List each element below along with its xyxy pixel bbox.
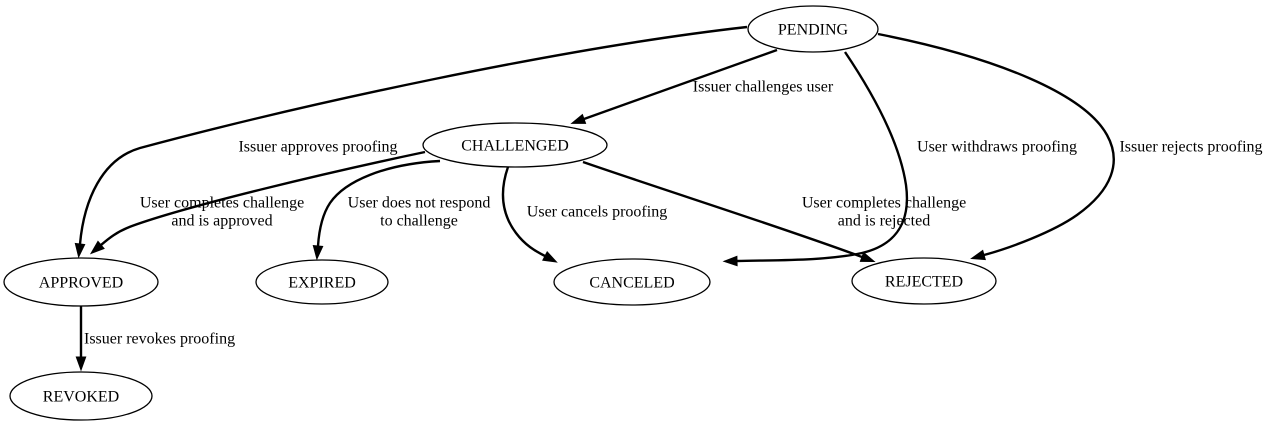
edge-label-challenged-approved: and is approved (171, 213, 272, 230)
node-revoked: REVOKED (9, 371, 153, 421)
arrowhead-challenged-expired (312, 245, 324, 261)
node-label-pending: PENDING (778, 22, 849, 39)
node-label-approved: APPROVED (39, 275, 123, 292)
arrowhead-approved-revoked (75, 356, 87, 372)
node-label-revoked: REVOKED (43, 389, 119, 406)
arrowhead-challenged-canceled (542, 250, 558, 263)
arrowhead-pending-approved (74, 242, 86, 259)
edge-label-challenged-rejected: and is rejected (838, 213, 930, 230)
edge-line-challenged-approved (100, 150, 426, 246)
node-ellipse-expired (255, 259, 389, 305)
edge-line-challenged-canceled (501, 166, 546, 258)
node-ellipse-rejected (851, 257, 997, 305)
edge-approved-revoked: Issuer revokes proofing (75, 306, 235, 372)
edge-pending-rejected: Issuer rejects proofing (877, 32, 1263, 261)
edge-label-pending-canceled: User withdraws proofing (917, 139, 1077, 156)
node-ellipse-canceled (553, 258, 711, 306)
node-label-canceled: CANCELED (589, 275, 674, 292)
arrowhead-pending-rejected (970, 249, 986, 261)
node-ellipse-revoked (9, 371, 153, 421)
arrowhead-pending-challenged (570, 113, 587, 124)
edge-label-pending-approved: Issuer approves proofing (238, 139, 397, 156)
edge-challenged-canceled: User cancels proofing (501, 166, 667, 263)
edge-pending-canceled: User withdraws proofing (722, 51, 1077, 267)
edge-line-pending-rejected (877, 32, 1115, 257)
edge-label-challenged-expired: User does not respond (348, 195, 491, 212)
edge-label-pending-challenged: Issuer challenges user (693, 79, 834, 96)
node-ellipse-pending (747, 5, 879, 53)
node-label-rejected: REJECTED (885, 274, 963, 291)
edge-pending-challenged: Issuer challenges user (570, 48, 834, 124)
arrowhead-challenged-rejected (859, 251, 876, 263)
edge-line-pending-challenged (583, 48, 778, 121)
edge-line-challenged-expired (316, 159, 441, 247)
node-label-challenged: CHALLENGED (461, 138, 569, 155)
edge-line-pending-canceled (736, 51, 909, 263)
node-approved: APPROVED (3, 257, 159, 307)
edge-line-pending-approved (78, 25, 748, 245)
node-rejected: REJECTED (851, 257, 997, 305)
edge-label-pending-rejected: Issuer rejects proofing (1119, 139, 1262, 156)
node-label-expired: EXPIRED (288, 275, 356, 292)
edge-label-challenged-approved: User completes challenge (140, 195, 304, 212)
edge-label-challenged-canceled: User cancels proofing (527, 204, 667, 221)
edge-label-approved-revoked: Issuer revokes proofing (84, 331, 235, 348)
node-expired: EXPIRED (255, 259, 389, 305)
arrowhead-challenged-approved (89, 240, 105, 255)
edge-label-challenged-rejected: User completes challenge (802, 195, 966, 212)
arrowhead-pending-canceled (722, 255, 738, 267)
edge-pending-approved: Issuer approves proofing (74, 25, 748, 259)
node-ellipse-challenged (422, 122, 608, 168)
node-canceled: CANCELED (553, 258, 711, 306)
edge-label-challenged-expired: to challenge (380, 213, 458, 230)
node-pending: PENDING (747, 5, 879, 53)
node-ellipse-approved (3, 257, 159, 307)
edge-line-challenged-rejected (582, 160, 863, 259)
node-challenged: CHALLENGED (422, 122, 608, 168)
